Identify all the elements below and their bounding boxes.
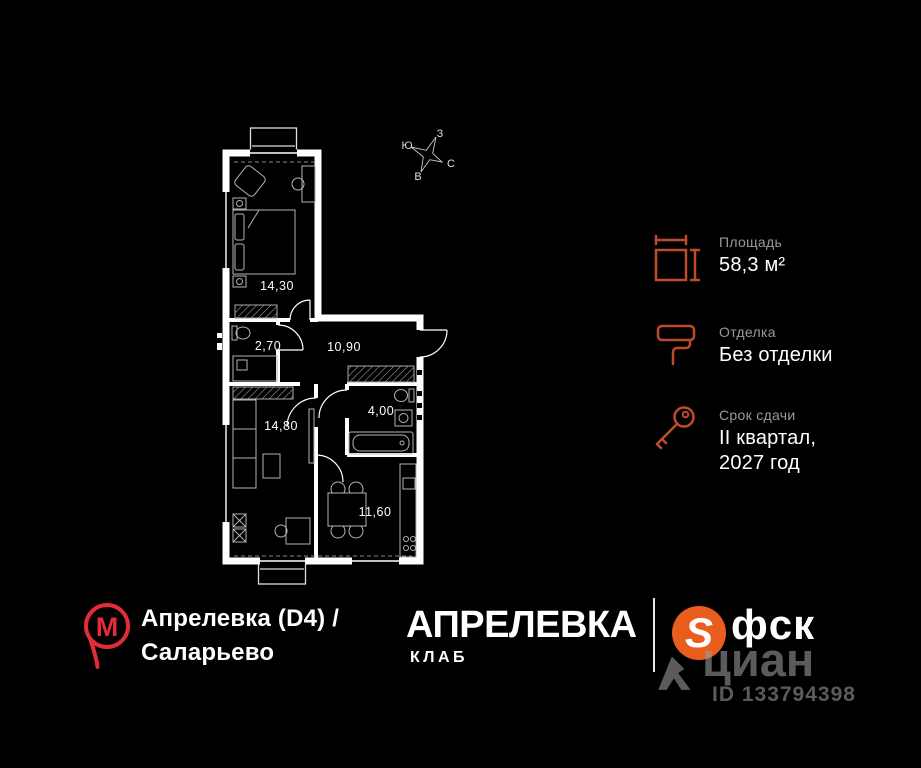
kitchen-furniture bbox=[327, 463, 417, 558]
windows bbox=[217, 149, 399, 565]
room-label-kitchen: 11,60 bbox=[359, 505, 392, 519]
compass-rose: З Ю С В bbox=[401, 128, 455, 183]
room-label-living: 14,80 bbox=[264, 419, 298, 433]
area-icon bbox=[654, 234, 701, 282]
metro-station-line1: Апрелевка (D4) / bbox=[141, 605, 340, 632]
small-bathroom-fixtures bbox=[231, 325, 278, 382]
completion-label: Срок сдачи bbox=[719, 407, 796, 423]
metro-logo-letter: М bbox=[96, 612, 119, 642]
info-row-finishing: Отделка Без отделки bbox=[650, 320, 900, 376]
door-arcs bbox=[277, 299, 348, 483]
interior-walls bbox=[226, 318, 417, 558]
balcony-bottom bbox=[257, 562, 307, 585]
area-label: Площадь bbox=[719, 234, 783, 250]
room-label-bathroom: 4,00 bbox=[368, 404, 394, 418]
project-title: АПРЕЛЕВКА bbox=[406, 604, 637, 646]
wardrobes bbox=[232, 304, 415, 400]
watermark-id: ID 133794398 bbox=[712, 683, 856, 706]
compass-star-icon bbox=[410, 136, 444, 173]
finishing-label: Отделка bbox=[719, 324, 776, 340]
completion-value: II квартал, bbox=[719, 427, 817, 449]
outer-walls bbox=[222, 149, 424, 565]
room-label-bedroom: 14,30 bbox=[260, 279, 294, 293]
living-furniture bbox=[232, 399, 412, 557]
compass-label-right: С bbox=[447, 158, 455, 170]
fsk-logo-icon: S bbox=[672, 606, 726, 660]
compass-label-top: З bbox=[437, 128, 444, 140]
cian-house-icon bbox=[658, 656, 691, 690]
paint-roller-icon bbox=[656, 324, 696, 366]
metro-stations: Апрелевка (D4) / Саларьево bbox=[141, 602, 339, 670]
room-labels: 14,30 2,70 10,90 14,80 4,00 11,60 bbox=[255, 279, 394, 519]
project-subtitle: КЛАБ bbox=[410, 649, 469, 666]
entrance-door bbox=[416, 329, 448, 358]
metro-station-line2: Саларьево bbox=[141, 639, 275, 666]
metro-icon: М bbox=[84, 603, 130, 669]
footer-divider bbox=[653, 598, 655, 672]
key-icon bbox=[655, 406, 695, 450]
compass-label-left: Ю bbox=[401, 140, 412, 152]
developer-name: фск bbox=[731, 601, 816, 648]
completion-value-line2: 2027 год bbox=[719, 452, 800, 474]
shaft-marks bbox=[417, 370, 422, 420]
info-row-area: Площадь 58,3 м² bbox=[650, 230, 900, 286]
floor-plan: 14,30 2,70 10,90 14,80 4,00 11,60 bbox=[217, 127, 448, 585]
compass-label-bottom: В bbox=[414, 171, 421, 183]
fsk-logo-letter: S bbox=[685, 609, 713, 656]
bathroom-fixtures bbox=[348, 388, 415, 455]
bedroom-furniture bbox=[232, 161, 316, 288]
balcony-top bbox=[249, 127, 298, 154]
finishing-value: Без отделки bbox=[719, 344, 833, 366]
info-row-completion: Срок сдачи II квартал, 2027 год bbox=[650, 403, 900, 476]
room-label-hallway: 10,90 bbox=[327, 340, 361, 354]
area-value: 58,3 м² bbox=[719, 254, 786, 276]
room-label-bathroom-small: 2,70 bbox=[255, 339, 281, 353]
watermark-brand: циан bbox=[702, 633, 815, 686]
